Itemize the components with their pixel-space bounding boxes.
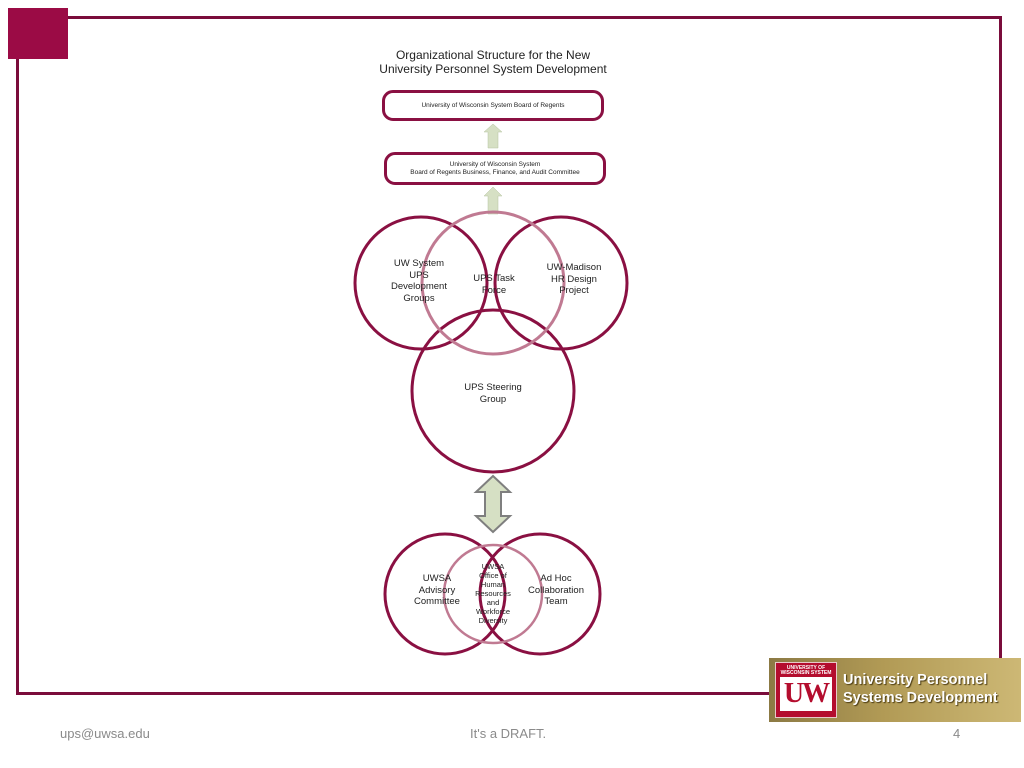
ad-hoc-collaboration-circle: [478, 532, 602, 656]
uwsa-ohrwd-label-2: Office of: [479, 571, 507, 580]
ad-hoc-label-3: Team: [544, 596, 568, 607]
footer-page-number: 4: [953, 726, 961, 741]
uw-madison-hr-label-3: Project: [559, 285, 589, 296]
uw-system-ups-circle: [353, 215, 489, 351]
uw-badge-caption-2: WISCONSIN SYSTEM: [780, 670, 832, 676]
double-arrow: [473, 474, 513, 534]
uwsa-ohrwd-circle: [442, 543, 544, 645]
uw-badge-caption-1: UNIVERSITY OF: [786, 665, 826, 671]
audit-committee-label-line-2: Board of Regents Business, Finance, and …: [410, 168, 580, 176]
logo-wordmark-line-2: Systems Development: [843, 690, 998, 706]
ad-hoc-label-2: Collaboration: [528, 584, 584, 596]
up-arrow-to-committee: [483, 186, 503, 215]
corner-accent-square: [8, 8, 68, 59]
logo-wordmark-line-1: University Personnel: [843, 672, 988, 688]
uw-system-ups-label-3: Development: [391, 281, 447, 292]
ad-hoc-label-1: Ad Hoc: [540, 573, 572, 584]
logo-wordmark: University Personnel Systems Development: [843, 671, 998, 707]
uwsa-advisory-label-3: Committee: [414, 596, 460, 607]
ups-steering-circle: [410, 308, 576, 474]
uwsa-ohrwd-label: UWSA Office of Human Resources and Workf…: [463, 562, 523, 625]
ups-task-force-label-2: Force: [481, 284, 507, 296]
slide-frame: [16, 16, 1002, 695]
uw-madison-hr-label-1: UW-Madison: [546, 262, 602, 273]
uwsa-ohrwd-label-7: Diversity: [478, 616, 508, 625]
ups-task-force-label: UPS Task Force: [464, 273, 524, 296]
uwsa-advisory-label-2: Advisory: [418, 584, 456, 596]
ups-steering-label: UPS Steering Group: [448, 382, 538, 405]
uwsa-advisory-label: UWSA Advisory Committee: [402, 573, 472, 608]
uw-system-ups-label-2: UPS: [409, 269, 429, 281]
diagram-title-line-1: Organizational Structure for the New: [395, 48, 591, 62]
diagram-title-line-2: University Personnel System Development: [379, 62, 607, 76]
uwsa-ohrwd-label-4: Resources: [475, 589, 511, 598]
ups-development-logo: UNIVERSITY OF WISCONSIN SYSTEM UW Univer…: [769, 658, 1021, 722]
ups-steering-label-2: Group: [479, 393, 507, 405]
uwsa-ohrwd-label-5: and: [486, 598, 500, 607]
uw-system-ups-label-4: Groups: [403, 292, 435, 304]
audit-committee-box: University of Wisconsin System Board of …: [384, 152, 606, 185]
uw-madison-hr-label: UW-Madison HR Design Project: [534, 262, 614, 297]
diagram-title: Organizational Structure for the New Uni…: [340, 48, 646, 76]
ad-hoc-collaboration-label: Ad Hoc Collaboration Team: [521, 573, 591, 608]
uwsa-ohrwd-label-1: UWSA: [481, 562, 505, 571]
ups-steering-label-1: UPS Steering: [464, 382, 522, 393]
footer-draft-note: It's a DRAFT.: [470, 726, 547, 741]
uwsa-ohrwd-label-6: Workforce: [475, 607, 511, 616]
uwsa-ohrwd-label-3: Human: [480, 580, 506, 589]
uw-system-ups-label-1: UW System: [393, 258, 445, 269]
uw-letters: UW: [780, 677, 832, 711]
uw-badge-caption: UNIVERSITY OF WISCONSIN SYSTEM: [778, 666, 834, 676]
uwsa-advisory-circle: [383, 532, 507, 656]
uw-system-badge: UNIVERSITY OF WISCONSIN SYSTEM UW: [775, 662, 837, 718]
board-of-regents-box: University of Wisconsin System Board of …: [382, 90, 604, 121]
up-arrow-to-regents: [483, 123, 503, 149]
footer-email: ups@uwsa.edu: [60, 726, 150, 741]
board-of-regents-label: University of Wisconsin System Board of …: [421, 101, 565, 109]
ups-task-force-circle: [420, 210, 566, 356]
uw-system-ups-label: UW System UPS Development Groups: [380, 258, 458, 304]
audit-committee-label-line-1: University of Wisconsin System: [449, 160, 541, 168]
uwsa-advisory-label-1: UWSA: [422, 573, 452, 584]
ups-task-force-label-1: UPS Task: [473, 273, 515, 284]
uw-madison-hr-label-2: HR Design: [551, 273, 597, 285]
